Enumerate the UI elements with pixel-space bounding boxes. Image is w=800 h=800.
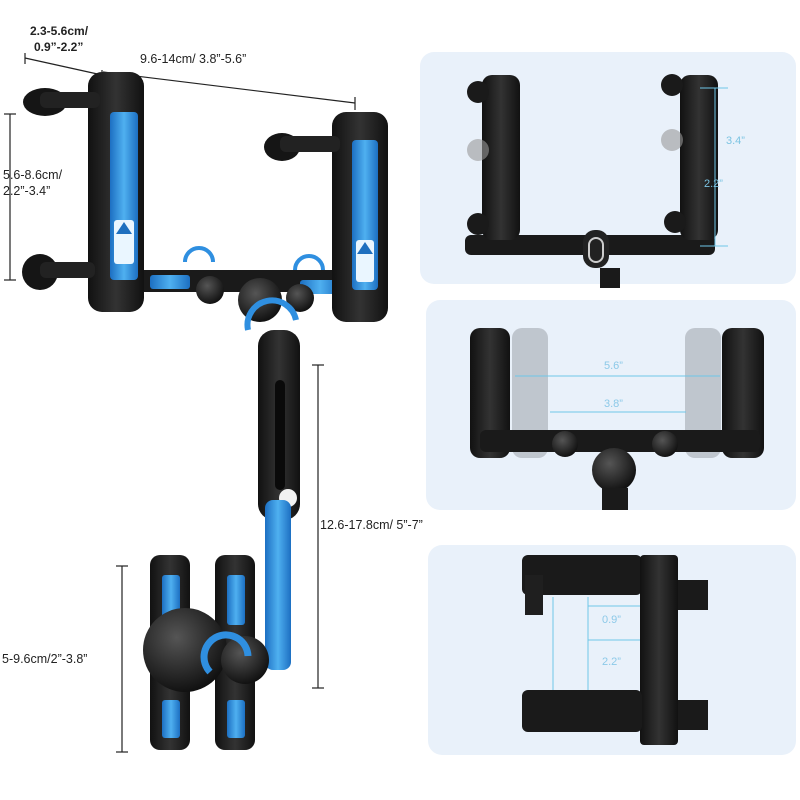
height-lower-label: 2.2”: [704, 178, 723, 190]
depth-upper-label: 0.9”: [602, 614, 621, 626]
phone-holder: [143, 555, 269, 750]
phone-clamp-label: 5-9.6cm/2”-3.8”: [2, 652, 88, 666]
top-depth-label: 2.3-5.6cm/: [30, 24, 89, 38]
height-upper-label: 3.4”: [726, 135, 745, 147]
top-depth-label-line2: 0.9”-2.2”: [34, 40, 84, 54]
dimension-lines: [4, 53, 356, 753]
left-height-label-line2: 2.2”-3.4”: [3, 184, 51, 198]
detail-depth-illustration: [522, 555, 708, 745]
arm-length-label: 12.6-17.8cm/ 5”-7”: [320, 518, 423, 532]
mirror-clamp-main: [22, 72, 388, 331]
extension-arm: [258, 330, 300, 670]
width-label: 9.6-14cm/ 3.8”-5.6”: [140, 52, 247, 66]
depth-lower-label: 2.2”: [602, 656, 621, 668]
width-lower-label: 3.8”: [604, 398, 623, 410]
width-upper-label: 5.6”: [604, 360, 623, 372]
detail-width-illustration: [470, 328, 764, 510]
left-height-label: 5.6-8.6cm/: [3, 168, 63, 182]
detail-height-illustration: [465, 74, 728, 288]
